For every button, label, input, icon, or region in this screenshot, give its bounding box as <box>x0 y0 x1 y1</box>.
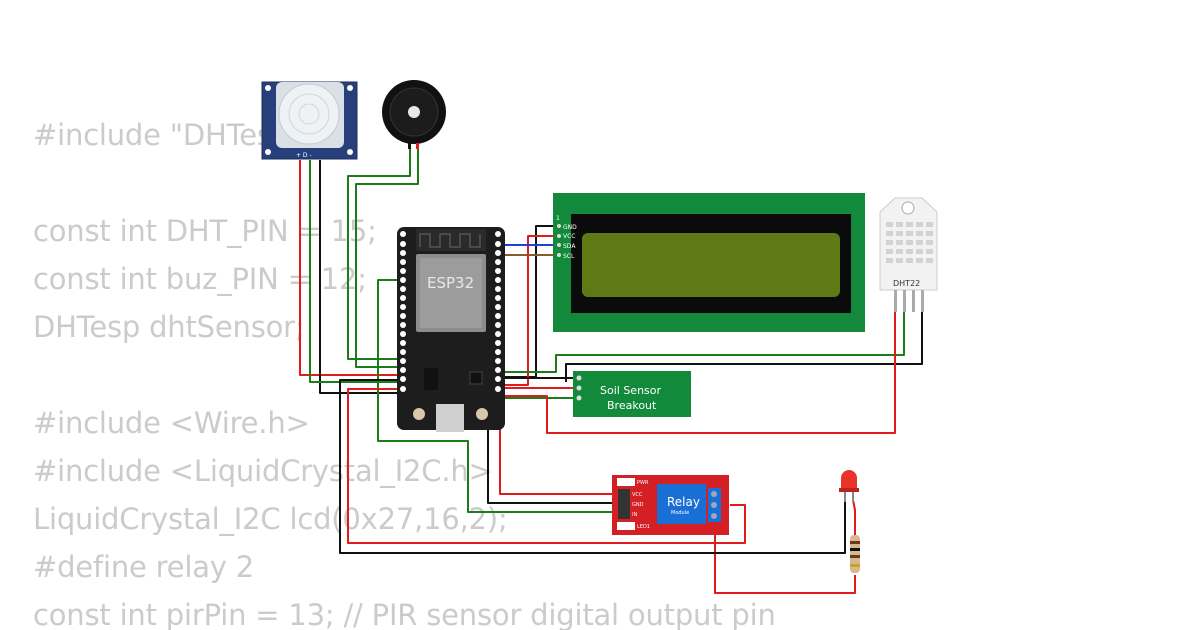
lcd-pin-gnd: GND <box>563 224 577 231</box>
pir-motion-sensor[interactable]: + D - <box>261 81 358 160</box>
code-line: LiquidCrystal_I2C lcd(0x27,16,2); <box>33 502 508 536</box>
wire-buzzer-signal[interactable] <box>347 140 411 360</box>
relay-led-label: LED1 <box>637 524 650 530</box>
lcd-pin1-label: 1 <box>556 215 560 222</box>
code-line: const int DHT_PIN = 15; <box>33 214 377 248</box>
wire-dht-data[interactable] <box>498 312 905 373</box>
relay-vcc-label: VCC <box>632 492 643 498</box>
relay-module[interactable]: PWR LED1 VCC GND IN Relay Module <box>612 475 729 535</box>
pir-pin-labels: + D - <box>296 152 312 159</box>
lcd-pin-vcc: VCC <box>563 233 575 240</box>
code-line: #include <LiquidCrystal_I2C.h> <box>33 454 493 488</box>
wire-relay-led[interactable] <box>714 528 856 594</box>
lcd-pin-sda: SDA <box>563 243 576 250</box>
wire-buzzer-gnd[interactable] <box>355 140 419 368</box>
lcd-1602-i2c[interactable]: 1 GND VCC SDA SCL <box>553 193 865 332</box>
wire-led-gnd[interactable] <box>339 379 846 554</box>
dht22-sensor[interactable]: DHT22 <box>879 197 938 312</box>
code-line: #define relay 2 <box>33 550 255 584</box>
buzzer[interactable] <box>382 80 446 149</box>
wire-pir-vcc[interactable] <box>299 160 400 376</box>
esp32-label: ESP32 <box>427 274 474 292</box>
lcd-pin-scl: SCL <box>563 253 575 260</box>
dht22-label: DHT22 <box>893 279 920 288</box>
esp32-board[interactable]: ESP32 <box>397 227 505 432</box>
wire-relay-nc[interactable] <box>347 388 746 544</box>
resistor[interactable] <box>850 535 860 573</box>
code-line: DHTesp dhtSensor; <box>33 310 305 344</box>
wire-dht-vcc[interactable] <box>498 312 896 434</box>
code-line: const int buz_PIN = 12; <box>33 262 367 296</box>
wire-pir-out[interactable] <box>309 160 400 383</box>
wire-led-resistor[interactable] <box>852 499 856 535</box>
wire-dht-gnd[interactable] <box>565 312 923 382</box>
code-line: #include <Wire.h> <box>33 406 310 440</box>
soil-sensor-breakout[interactable]: Soil Sensor Breakout <box>573 371 691 417</box>
soil-sensor-label-line1: Soil Sensor <box>600 384 662 397</box>
relay-gnd-label: GND <box>632 502 644 508</box>
wire-lcd-vcc[interactable] <box>498 235 560 386</box>
wire-pir-gnd[interactable] <box>319 160 400 394</box>
soil-sensor-label-line2: Breakout <box>607 399 657 412</box>
code-line: const int pirPin = 13; // PIR sensor dig… <box>33 598 776 630</box>
relay-label: Relay <box>667 495 700 509</box>
red-led[interactable] <box>839 470 859 502</box>
relay-sublabel: Module <box>671 510 689 516</box>
relay-pwr-label: PWR <box>637 480 649 486</box>
wire-esp-relay-in[interactable] <box>377 279 618 513</box>
relay-in-label: IN <box>632 512 637 518</box>
